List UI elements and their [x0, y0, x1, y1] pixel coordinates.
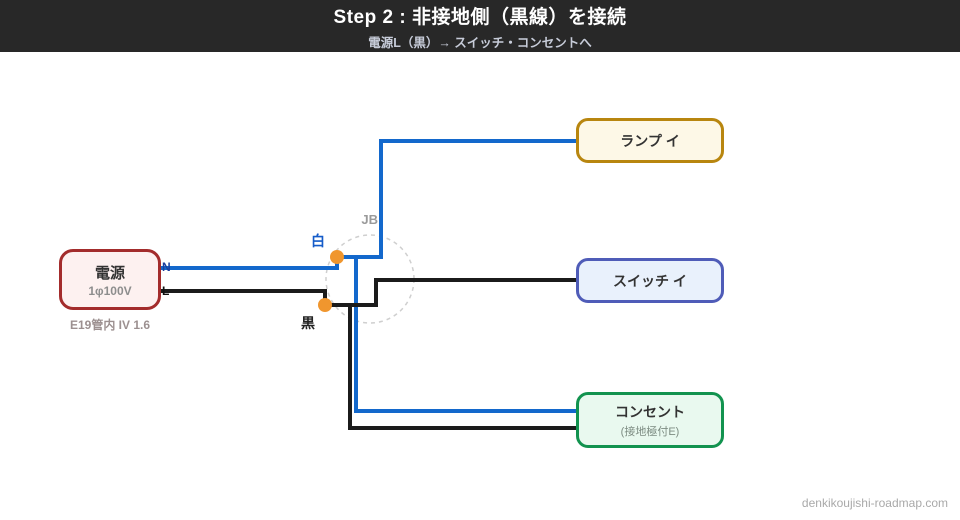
- black-wire-source-to-switch: [158, 278, 577, 307]
- lamp-box: ランプ イ: [576, 118, 724, 163]
- black-wire-label: 黒: [301, 315, 315, 331]
- black-wire-junction-dot: [318, 298, 332, 312]
- step-header: Step 2 : 非接地側（黒線）を接続 電源L（黒）→ スイッチ・コンセントへ: [0, 0, 960, 52]
- terminal-n-label: N: [162, 260, 171, 274]
- white-wire-branch-to-outlet: [354, 257, 577, 413]
- white-wire-junction-dot: [330, 250, 344, 264]
- outlet-sublabel: (接地極付E): [620, 425, 680, 438]
- power-source-label: 電源: [94, 264, 125, 282]
- black-wire-branch-to-outlet: [348, 305, 577, 430]
- page-subtitle: 電源L（黒）→ スイッチ・コンセントへ: [368, 35, 592, 50]
- white-wire-source-to-lamp: [158, 139, 577, 270]
- outlet-label: コンセント: [615, 403, 685, 420]
- white-wire-label: 白: [311, 233, 325, 249]
- site-watermark: denkikoujishi-roadmap.com: [801, 496, 948, 510]
- terminal-l-label: L: [162, 284, 170, 298]
- power-source-box: 電源 1φ100V: [59, 249, 161, 310]
- page-title: Step 2 : 非接地側（黒線）を接続: [333, 6, 627, 28]
- switch-box: スイッチ イ: [576, 258, 724, 303]
- conduit-note: E19管内 IV 1.6: [69, 318, 151, 332]
- power-source-voltage: 1φ100V: [88, 283, 132, 298]
- lamp-label: ランプ イ: [620, 132, 680, 149]
- outlet-box: コンセント (接地極付E): [576, 392, 724, 448]
- switch-label: スイッチ イ: [613, 272, 687, 289]
- junction-box-label: JB: [361, 212, 378, 227]
